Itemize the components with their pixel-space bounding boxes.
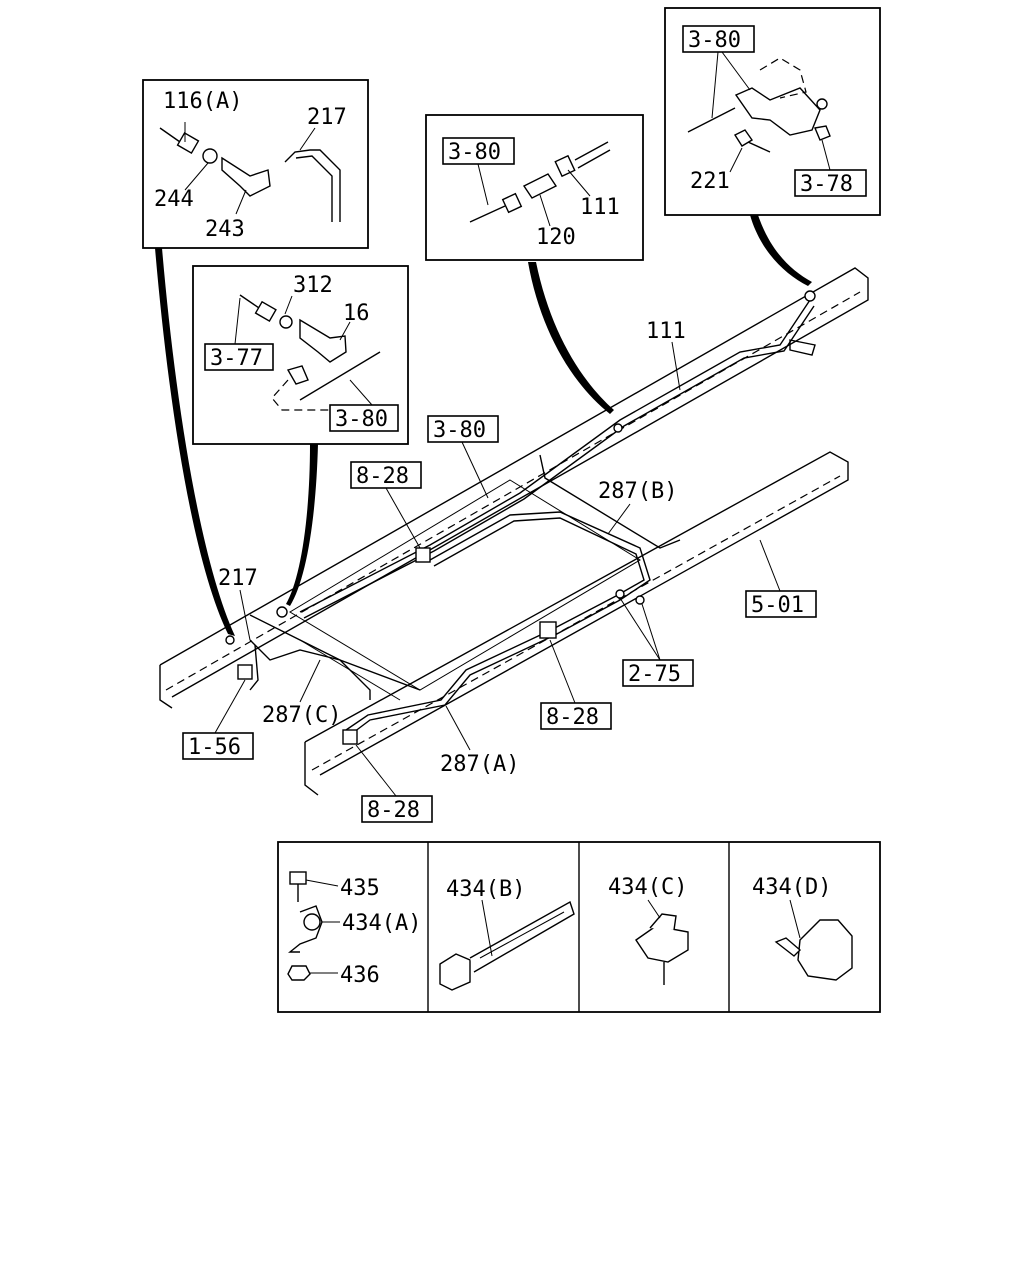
ref-3-80: 3-80 [335,407,388,432]
label-287b: 287(B) [598,479,677,504]
label-436: 436 [340,963,380,988]
clip-828-bottom [342,729,358,745]
ref-1-56: 1-56 [188,735,241,760]
label-217-main: 217 [218,566,258,591]
label-120: 120 [536,225,576,250]
ref-8-28-mid: 8-28 [546,705,599,730]
label-287c: 287(C) [262,703,341,728]
ref-3-80-main: 3-80 [433,418,486,443]
inset-2: 312 16 3-77 3-80 [192,265,409,445]
clip-cell-4: 434(D) [752,875,853,981]
joint-275-a [615,589,625,599]
clip-828-top [415,547,431,563]
ref-5-01: 5-01 [751,593,804,618]
label-287a: 287(A) [440,752,519,777]
main-labels: 111 3-80 8-28 287(B) 5-01 217 287(C) 1-5… [182,319,817,823]
clip-156 [237,664,253,680]
clip-828-mid [539,621,557,639]
ref-3-80: 3-80 [688,28,741,53]
label-434c: 434(C) [608,875,687,900]
label-243: 243 [205,217,245,242]
clip-cell-1: 435 434(A) 436 [287,871,421,988]
label-434b: 434(B) [446,877,525,902]
joint-380 [804,290,816,302]
label-434a: 434(A) [342,911,421,936]
joint-111 [613,423,623,433]
ref-8-28-bottom: 8-28 [367,798,420,823]
label-312: 312 [293,273,333,298]
main-clips [225,290,816,745]
ref-3-80: 3-80 [448,140,501,165]
inset-4: 3-80 221 3-78 [664,7,881,216]
label-111: 111 [580,195,620,220]
clips-table: 435 434(A) 436 434(B) 434(C) [277,841,881,1013]
joint-217-b [225,635,235,645]
joint-275-b [635,595,645,605]
clip-cell-3: 434(C) [608,875,689,985]
label-16: 16 [343,301,370,326]
label-116a: 116(A) [163,89,242,114]
label-435: 435 [340,876,380,901]
ref-2-75: 2-75 [628,662,681,687]
ref-3-78: 3-78 [800,172,853,197]
clip-cell-2: 434(B) [439,877,575,991]
label-434d: 434(D) [752,875,831,900]
inset-leaders [155,215,812,636]
ref-8-28-top: 8-28 [356,464,409,489]
label-111-main: 111 [646,319,686,344]
label-217: 217 [307,105,347,130]
inset-3: 3-80 111 120 [425,114,644,261]
label-244: 244 [154,187,194,212]
label-221: 221 [690,169,730,194]
joint-217 [276,606,288,618]
inset-1: 116(A) 217 244 243 [142,79,369,249]
ref-3-77: 3-77 [210,346,263,371]
